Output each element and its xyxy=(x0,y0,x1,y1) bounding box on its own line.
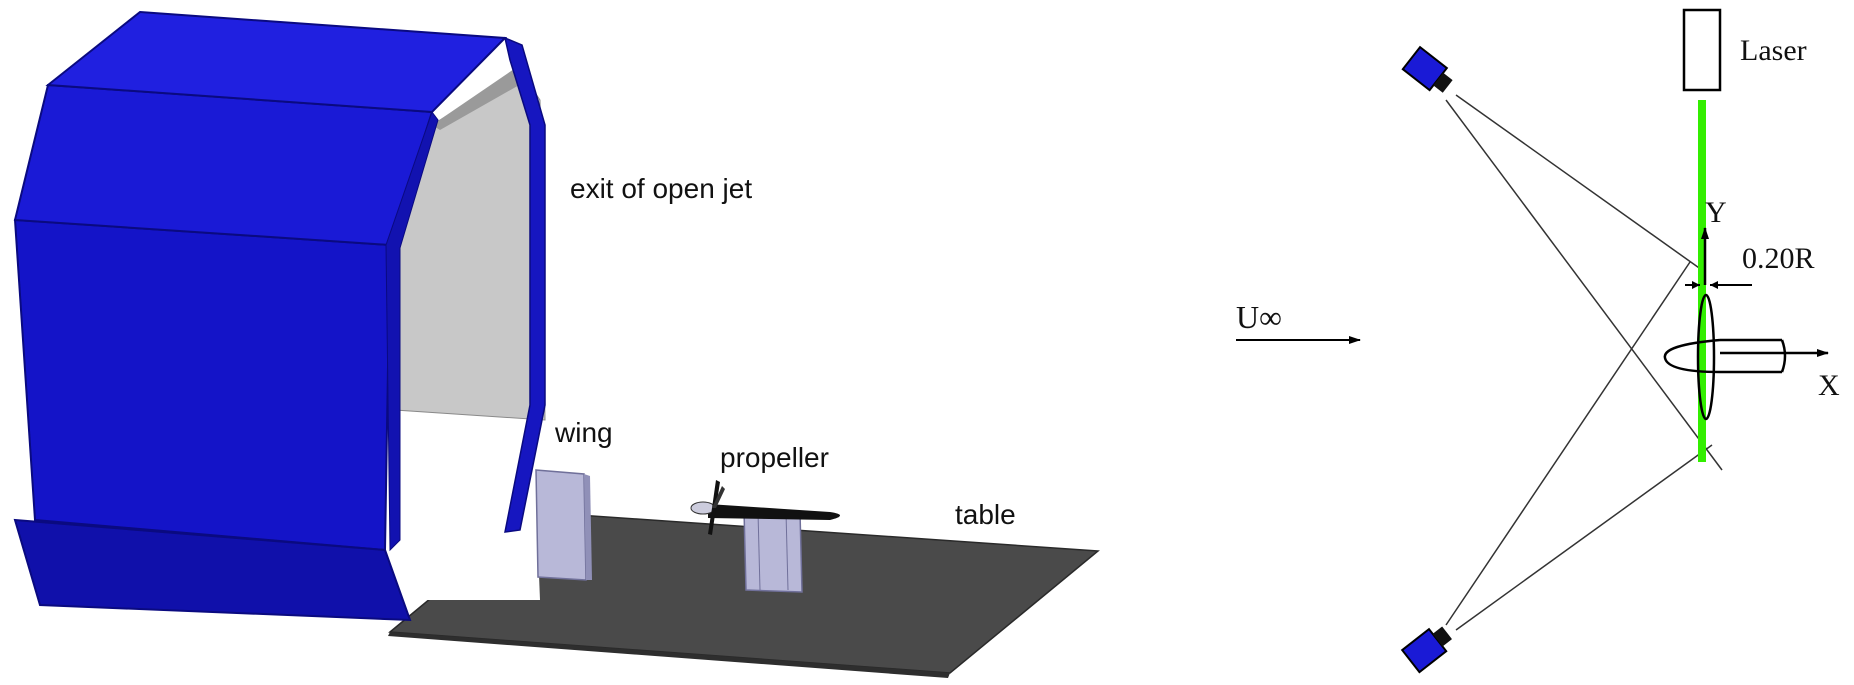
label-offset: 0.20R xyxy=(1742,242,1815,275)
laser-box xyxy=(1682,8,1722,92)
camera-sight-lines xyxy=(1445,94,1723,631)
piv-setup-schematic: Laser Y 0.20R xyxy=(1236,8,1840,674)
tunnel-rim-right xyxy=(503,36,546,533)
camera-top xyxy=(1401,45,1453,93)
nacelle-support xyxy=(743,509,803,593)
label-laser: Laser xyxy=(1740,34,1807,67)
tunnel-inner-ceiling xyxy=(432,65,528,130)
label-y-axis: Y xyxy=(1705,196,1727,229)
propeller-side-view xyxy=(1663,293,1787,421)
offset-dimension xyxy=(1685,281,1752,289)
propeller-blades xyxy=(708,480,725,535)
label-freestream: U∞ xyxy=(1236,299,1282,335)
tunnel-body-lower xyxy=(13,518,412,622)
wind-tunnel-setup: exit of open jet wing propeller table xyxy=(13,10,1100,678)
label-wing: wing xyxy=(554,417,613,448)
wing-block-side xyxy=(584,474,592,580)
nacelle-body xyxy=(708,504,840,520)
label-propeller: propeller xyxy=(720,442,829,473)
wing-block xyxy=(535,469,587,581)
tunnel-body-upper-face xyxy=(13,83,434,247)
label-table: table xyxy=(955,499,1016,530)
tunnel-rim-left xyxy=(385,110,439,552)
label-x-axis: X xyxy=(1818,369,1840,402)
label-exit-of-open-jet: exit of open jet xyxy=(570,173,752,204)
tunnel-body-front xyxy=(13,218,392,552)
camera-bottom xyxy=(1400,626,1452,674)
table-plate-edge xyxy=(388,632,950,678)
